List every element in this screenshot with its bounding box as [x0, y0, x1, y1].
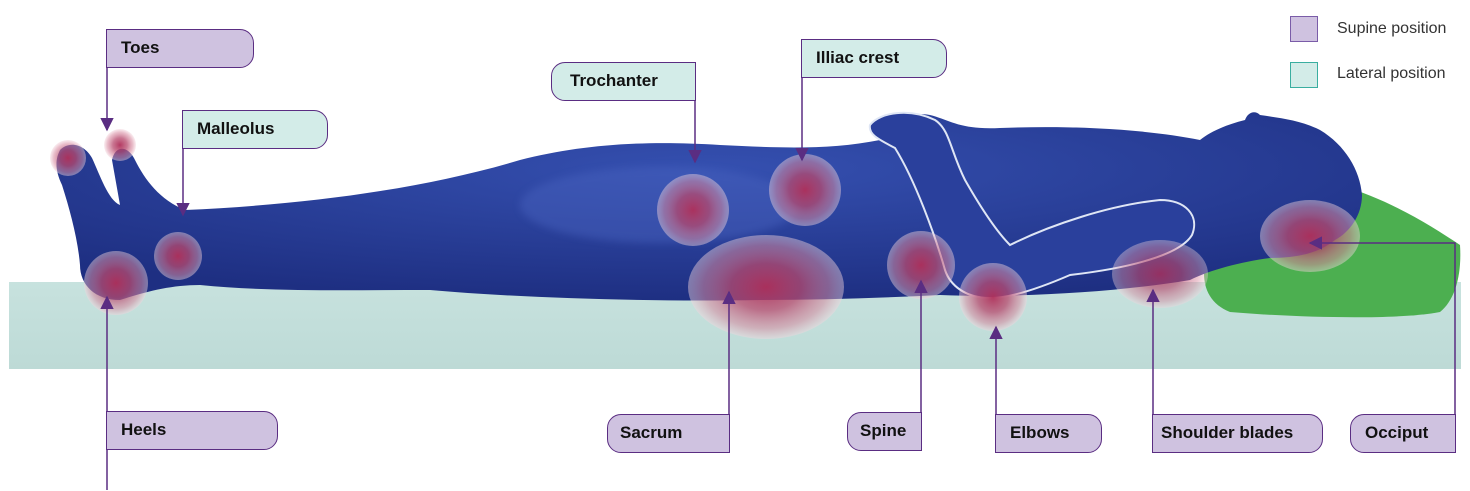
spot-heel	[84, 251, 148, 315]
legend-swatch-supine	[1290, 16, 1318, 42]
legend-swatch-lateral	[1290, 62, 1318, 88]
spot-elbow	[959, 263, 1027, 331]
legend-label-lateral: Lateral position	[1337, 65, 1446, 83]
label-shoulder-blades: Shoulder blades	[1152, 414, 1323, 453]
spot-toe-2	[104, 129, 136, 161]
label-occiput: Occiput	[1350, 414, 1456, 453]
spot-illiac-crest	[769, 154, 841, 226]
label-malleolus: Malleolus	[182, 110, 328, 149]
label-spine: Spine	[847, 412, 922, 451]
spot-sacrum	[688, 235, 844, 339]
spot-malleolus	[154, 232, 202, 280]
spot-trochanter	[657, 174, 729, 246]
label-illiac-crest: Illiac crest	[801, 39, 947, 78]
label-toes: Toes	[106, 29, 254, 68]
spot-toe-1	[50, 140, 86, 176]
label-heels: Heels	[106, 411, 278, 450]
label-trochanter: Trochanter	[551, 62, 696, 101]
label-sacrum: Sacrum	[607, 414, 730, 453]
spot-occiput	[1260, 200, 1360, 272]
label-elbows: Elbows	[995, 414, 1102, 453]
legend-label-supine: Supine position	[1337, 20, 1446, 38]
spot-shoulder-blade	[1112, 240, 1208, 308]
